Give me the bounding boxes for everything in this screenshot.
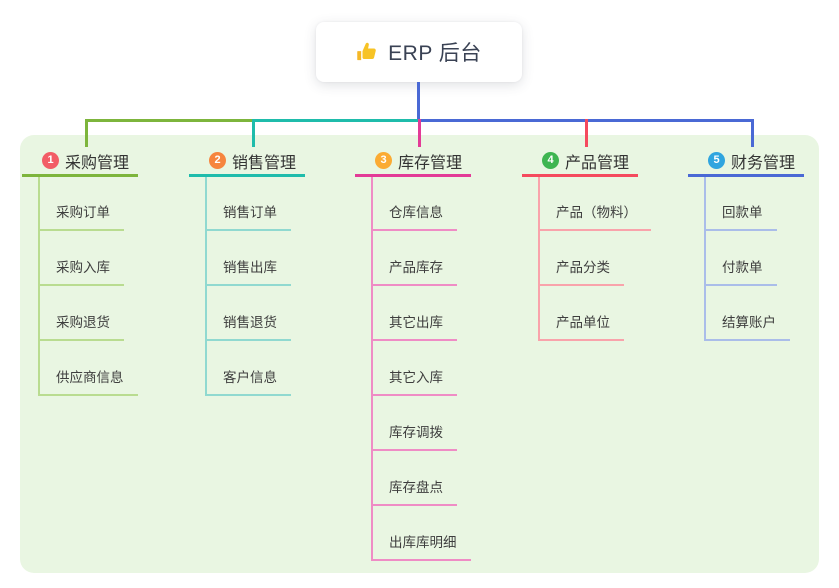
child-node-产品库存[interactable]: 产品库存: [371, 251, 457, 286]
branch-node-财务管理[interactable]: 5 财务管理: [688, 147, 804, 177]
child-node-库存盘点[interactable]: 库存盘点: [371, 471, 457, 506]
branch-trunk-line: [205, 176, 207, 396]
child-node-产品分类[interactable]: 产品分类: [538, 251, 624, 286]
branch-drop-line: [85, 119, 88, 147]
child-node-付款单[interactable]: 付款单: [704, 251, 777, 286]
child-node-结算账户[interactable]: 结算账户: [704, 306, 790, 341]
branch-title: 财务管理: [731, 154, 796, 172]
branch-drop-line: [418, 119, 421, 147]
branch-node-采购管理[interactable]: 1 采购管理: [22, 147, 138, 177]
bus-segment-green: [85, 119, 252, 122]
branch-drop-line: [585, 119, 588, 147]
branch-title: 销售管理: [232, 154, 297, 172]
child-node-客户信息[interactable]: 客户信息: [205, 361, 291, 396]
branch-node-产品管理[interactable]: 4 产品管理: [522, 147, 638, 177]
child-node-其它出库[interactable]: 其它出库: [371, 306, 457, 341]
branch-number-badge: 5: [708, 152, 725, 169]
branch-trunk-line: [704, 176, 706, 341]
child-node-回款单[interactable]: 回款单: [704, 196, 777, 231]
child-node-采购退货[interactable]: 采购退货: [38, 306, 124, 341]
root-node[interactable]: ERP 后台: [316, 22, 522, 82]
child-node-出库库明细[interactable]: 出库库明细: [371, 526, 471, 561]
bus-segment-teal: [252, 119, 418, 122]
root-connector-line: [417, 82, 420, 120]
branch-node-销售管理[interactable]: 2 销售管理: [189, 147, 305, 177]
root-node-label: ERP 后台: [388, 42, 482, 65]
branch-title: 库存管理: [398, 154, 463, 172]
branch-title: 采购管理: [65, 154, 130, 172]
child-node-仓库信息[interactable]: 仓库信息: [371, 196, 457, 231]
child-node-其它入库[interactable]: 其它入库: [371, 361, 457, 396]
branch-number-badge: 3: [375, 152, 392, 169]
child-node-产品（物料）[interactable]: 产品（物料）: [538, 196, 651, 231]
branch-trunk-line: [38, 176, 40, 396]
branch-trunk-line: [538, 176, 540, 341]
branch-number-badge: 4: [542, 152, 559, 169]
branch-title: 产品管理: [565, 154, 630, 172]
child-node-供应商信息[interactable]: 供应商信息: [38, 361, 138, 396]
child-node-采购入库[interactable]: 采购入库: [38, 251, 124, 286]
branch-drop-line: [751, 119, 754, 147]
branch-number-badge: 1: [42, 152, 59, 169]
branch-number-badge: 2: [209, 152, 226, 169]
child-node-销售出库[interactable]: 销售出库: [205, 251, 291, 286]
branch-trunk-line: [371, 176, 373, 561]
child-node-采购订单[interactable]: 采购订单: [38, 196, 124, 231]
child-node-产品单位[interactable]: 产品单位: [538, 306, 624, 341]
thumbs-up-icon: [356, 41, 379, 64]
child-node-销售订单[interactable]: 销售订单: [205, 196, 291, 231]
branch-drop-line: [252, 119, 255, 147]
branch-node-库存管理[interactable]: 3 库存管理: [355, 147, 471, 177]
child-node-库存调拨[interactable]: 库存调拨: [371, 416, 457, 451]
branches-panel-background: [20, 135, 819, 573]
child-node-销售退货[interactable]: 销售退货: [205, 306, 291, 341]
